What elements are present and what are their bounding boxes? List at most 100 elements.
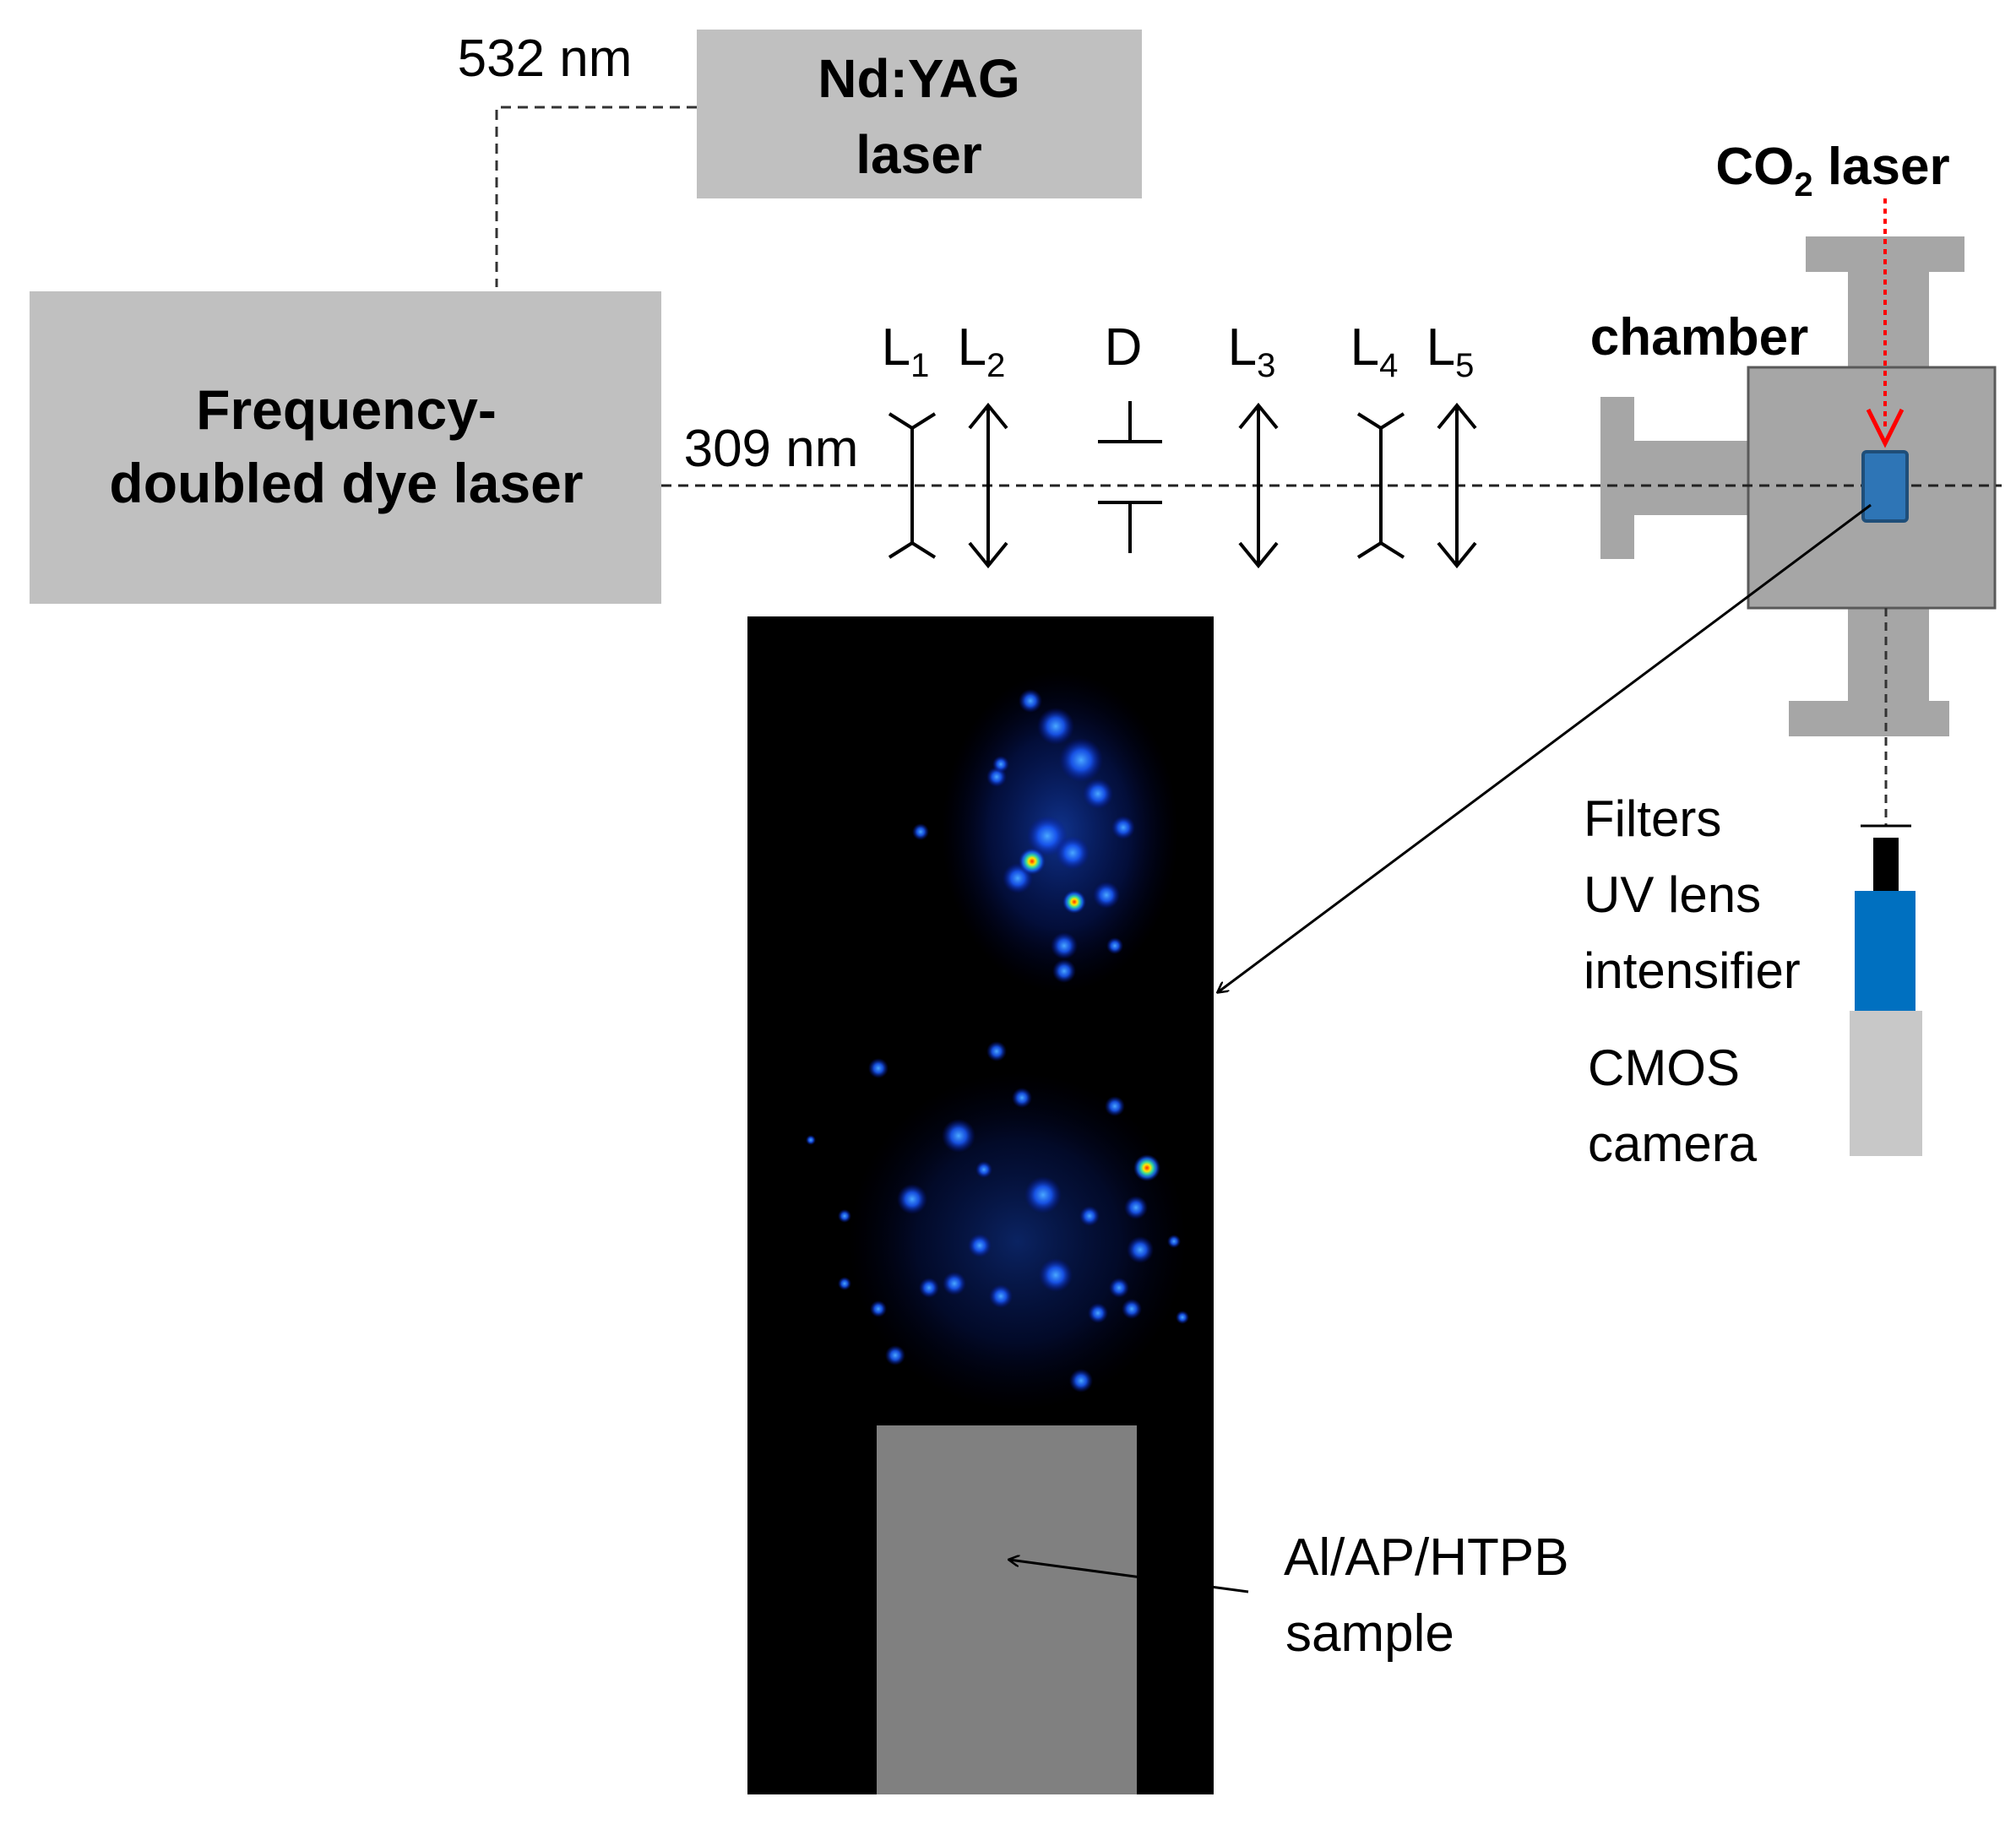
optic-label: L1 (882, 318, 930, 384)
particle-glow (897, 1184, 927, 1214)
sample-block (877, 1425, 1137, 1794)
particle-glow (942, 1119, 975, 1153)
optic-label: L5 (1426, 318, 1475, 384)
particle-glow (912, 823, 929, 840)
flange-left-plate (1600, 397, 1634, 559)
sample-annotation: Al/AP/HTPB sample (1009, 1528, 1569, 1663)
flange-bottom-tube (1848, 606, 1929, 706)
optic-letter: L (1426, 318, 1455, 377)
particle-glow (1088, 1303, 1108, 1323)
optic-label: L2 (958, 318, 1006, 384)
cmos-camera-block (1850, 1011, 1922, 1156)
particle-glow (1109, 1278, 1129, 1298)
chamber-label: chamber (1590, 308, 1808, 366)
co2-arrowhead-icon (1866, 408, 1905, 448)
particle-glow (1083, 779, 1113, 809)
optic-label: L3 (1228, 318, 1276, 384)
hot-particle (1019, 848, 1046, 875)
optic-subscript: 5 (1455, 347, 1474, 384)
particle-glow (1056, 836, 1090, 870)
optic-letter: L (958, 318, 986, 377)
particle-glow (986, 1041, 1007, 1061)
optic-letter: D (1105, 318, 1143, 377)
particle-glow (868, 1058, 888, 1078)
particle-glow (1069, 1369, 1093, 1392)
optic-letter: L (882, 318, 910, 377)
nd-yag-label-line2: laser (856, 124, 981, 185)
cmos-label-line2: camera (1588, 1116, 1758, 1172)
particle-glow (885, 1345, 905, 1365)
plif-image (747, 616, 1214, 1794)
particle-glow (1124, 1196, 1148, 1219)
particle-glow (1105, 1096, 1125, 1116)
particle-glow (919, 1278, 939, 1298)
camera-path: Filters UV lens intensifier CMOS camera (1584, 608, 1922, 1172)
uv-lens-label: UV lens (1584, 866, 1761, 923)
particle-glow (989, 1284, 1013, 1308)
optic-letter: L (1228, 318, 1257, 377)
optic-l1: L1 (882, 318, 937, 559)
particle-glow (1039, 1258, 1073, 1292)
particle-glow (1122, 1299, 1142, 1319)
particle-glow (1167, 1235, 1181, 1248)
particle-glow (992, 756, 1009, 773)
concave-lens-icon (888, 412, 937, 559)
particle-glow (1106, 937, 1123, 954)
convex-lens-icon (968, 402, 1008, 569)
nd-yag-laser: Nd:YAG laser (697, 30, 1142, 198)
flange-left-tube (1632, 441, 1750, 515)
lower-plume-glow (849, 1072, 1187, 1410)
co2-subscript: 2 (1794, 166, 1812, 204)
particle-glow (943, 1272, 966, 1295)
dye-laser: Frequency- doubled dye laser (30, 291, 661, 604)
particle-glow (1037, 708, 1074, 745)
nd-yag-box (697, 30, 1142, 198)
dye-laser-label-line2: doubled dye laser (109, 452, 583, 514)
optic-l5: L5 (1426, 318, 1477, 569)
co2-laser-label: CO2 laser (1715, 138, 1949, 204)
hot-particle (1133, 1154, 1160, 1181)
optic-subscript: 4 (1379, 347, 1398, 384)
particle-field (806, 689, 1189, 1392)
optic-label: L4 (1350, 318, 1399, 384)
optic-subscript: 2 (986, 347, 1005, 384)
beam-309: 309 nm (661, 420, 2002, 487)
particle-glow (1051, 932, 1078, 959)
particle-glow (1127, 1236, 1154, 1263)
flange-bottom-plate (1789, 701, 1949, 736)
particle-glow (838, 1277, 851, 1290)
filters-label: Filters (1584, 790, 1721, 847)
sample-label-line2: sample (1285, 1604, 1454, 1663)
co2-prefix: CO (1715, 138, 1794, 196)
intensifier-label: intensifier (1584, 942, 1801, 999)
particle-glow (1059, 738, 1103, 782)
dye-laser-box (30, 291, 661, 604)
intensifier-block (1855, 891, 1915, 1011)
convex-lens-icon (1437, 402, 1477, 569)
co2-suffix: laser (1813, 138, 1950, 196)
particle-glow (1024, 1176, 1062, 1213)
chamber: chamber (1590, 308, 1997, 610)
convex-lens-icon (1238, 402, 1279, 569)
optic-subscript: 1 (910, 347, 929, 384)
aperture-icon (1098, 401, 1162, 553)
chamber-sample-window (1861, 450, 1909, 523)
particle-glow (1111, 816, 1135, 839)
optic-d: D (1098, 318, 1162, 553)
cmos-label-line1: CMOS (1588, 1040, 1740, 1096)
optic-l4: L4 (1350, 318, 1405, 559)
sample-arrow (1009, 1560, 1249, 1593)
flange-top-tube (1848, 270, 1929, 372)
chamber-flanges (1600, 236, 1964, 736)
particle-glow (1052, 959, 1076, 983)
optic-label: D (1105, 318, 1143, 377)
sample-label-line1: Al/AP/HTPB (1284, 1528, 1569, 1587)
particle-glow (1093, 882, 1120, 909)
wavelength-309-label: 309 nm (684, 420, 859, 478)
particle-glow (870, 1300, 887, 1317)
particle-glow (838, 1209, 851, 1223)
co2-laser: CO2 laser (1715, 138, 1950, 448)
uv-lens-block (1873, 838, 1899, 893)
